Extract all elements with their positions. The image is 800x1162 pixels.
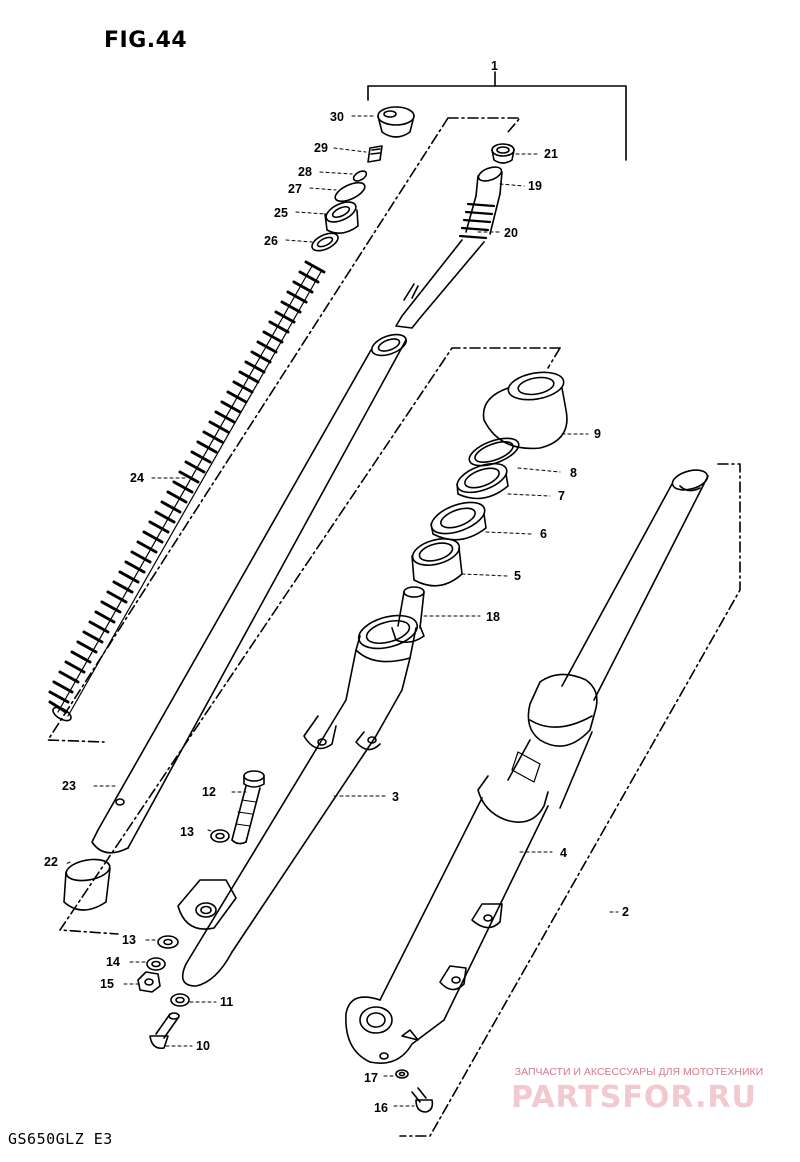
callout-10: 10	[196, 1039, 210, 1053]
callout-21: 21	[544, 147, 558, 161]
callout-17: 17	[364, 1071, 378, 1085]
stopper-ring	[468, 437, 520, 467]
callout-4: 4	[560, 846, 567, 860]
callout-9: 9	[594, 427, 601, 441]
nut	[137, 971, 161, 993]
fork-spring	[48, 260, 326, 722]
gasket	[170, 993, 190, 1007]
damper-rod	[395, 143, 515, 329]
drain-screw-washer	[395, 1069, 409, 1079]
circlip	[334, 181, 366, 203]
slide-bush	[63, 858, 111, 911]
spring-spacer	[324, 201, 359, 234]
washer	[210, 829, 230, 843]
watermark-logo: PARTSFOR.RU	[511, 1080, 757, 1115]
damper-bolt	[149, 1012, 180, 1050]
spring-washer	[311, 232, 339, 252]
assembly-bracket	[367, 85, 627, 161]
callout-12: 12	[202, 785, 216, 799]
washer	[157, 935, 179, 949]
callout-25: 25	[274, 206, 288, 220]
inner-tube-right	[561, 469, 709, 701]
callout-14: 14	[106, 955, 120, 969]
dust-seal	[482, 371, 568, 450]
drain-bolt	[411, 1087, 434, 1113]
callout-24: 24	[130, 471, 144, 485]
outer-tube-left	[177, 614, 419, 987]
callout-22: 22	[44, 855, 58, 869]
left-group-frame	[47, 117, 521, 743]
figure-title: FIG.44	[104, 28, 188, 53]
callout-23: 23	[62, 779, 76, 793]
callout-3: 3	[392, 790, 399, 804]
oil-seal	[430, 501, 487, 541]
callout-11: 11	[220, 995, 233, 1009]
holder-bolt	[231, 770, 265, 845]
callout-26: 26	[264, 234, 278, 248]
air-valve	[367, 145, 383, 163]
o-ring	[352, 170, 368, 182]
callout-5: 5	[514, 569, 521, 583]
callout-28: 28	[298, 165, 312, 179]
callout-1: 1	[491, 59, 498, 73]
callout-13-lower: 13	[122, 933, 136, 947]
callout-27: 27	[288, 182, 302, 196]
guide-bush	[411, 538, 463, 587]
callout-20: 20	[504, 226, 518, 240]
callout-7: 7	[558, 489, 565, 503]
model-code: GS650GLZ E3	[8, 1130, 113, 1148]
callout-6: 6	[540, 527, 547, 541]
callout-29: 29	[314, 141, 328, 155]
oil-lock-piece	[391, 586, 425, 644]
oil-seal-retainer	[456, 462, 509, 500]
inner-tube	[91, 333, 407, 854]
callout-19: 19	[528, 179, 542, 193]
callout-8: 8	[570, 466, 577, 480]
callout-16: 16	[374, 1101, 388, 1115]
callout-18: 18	[486, 610, 500, 624]
spring-washer	[146, 957, 166, 971]
cap-bolt	[377, 106, 415, 138]
callout-30: 30	[330, 110, 344, 124]
watermark-subtitle: ЗАПЧАСТИ И АКСЕССУАРЫ ДЛЯ МОТОТЕХНИКИ	[514, 1066, 764, 1078]
callout-2: 2	[622, 905, 629, 919]
callout-13-upper: 13	[180, 825, 194, 839]
callout-15: 15	[100, 977, 114, 991]
outer-tube-right	[345, 673, 598, 1064]
